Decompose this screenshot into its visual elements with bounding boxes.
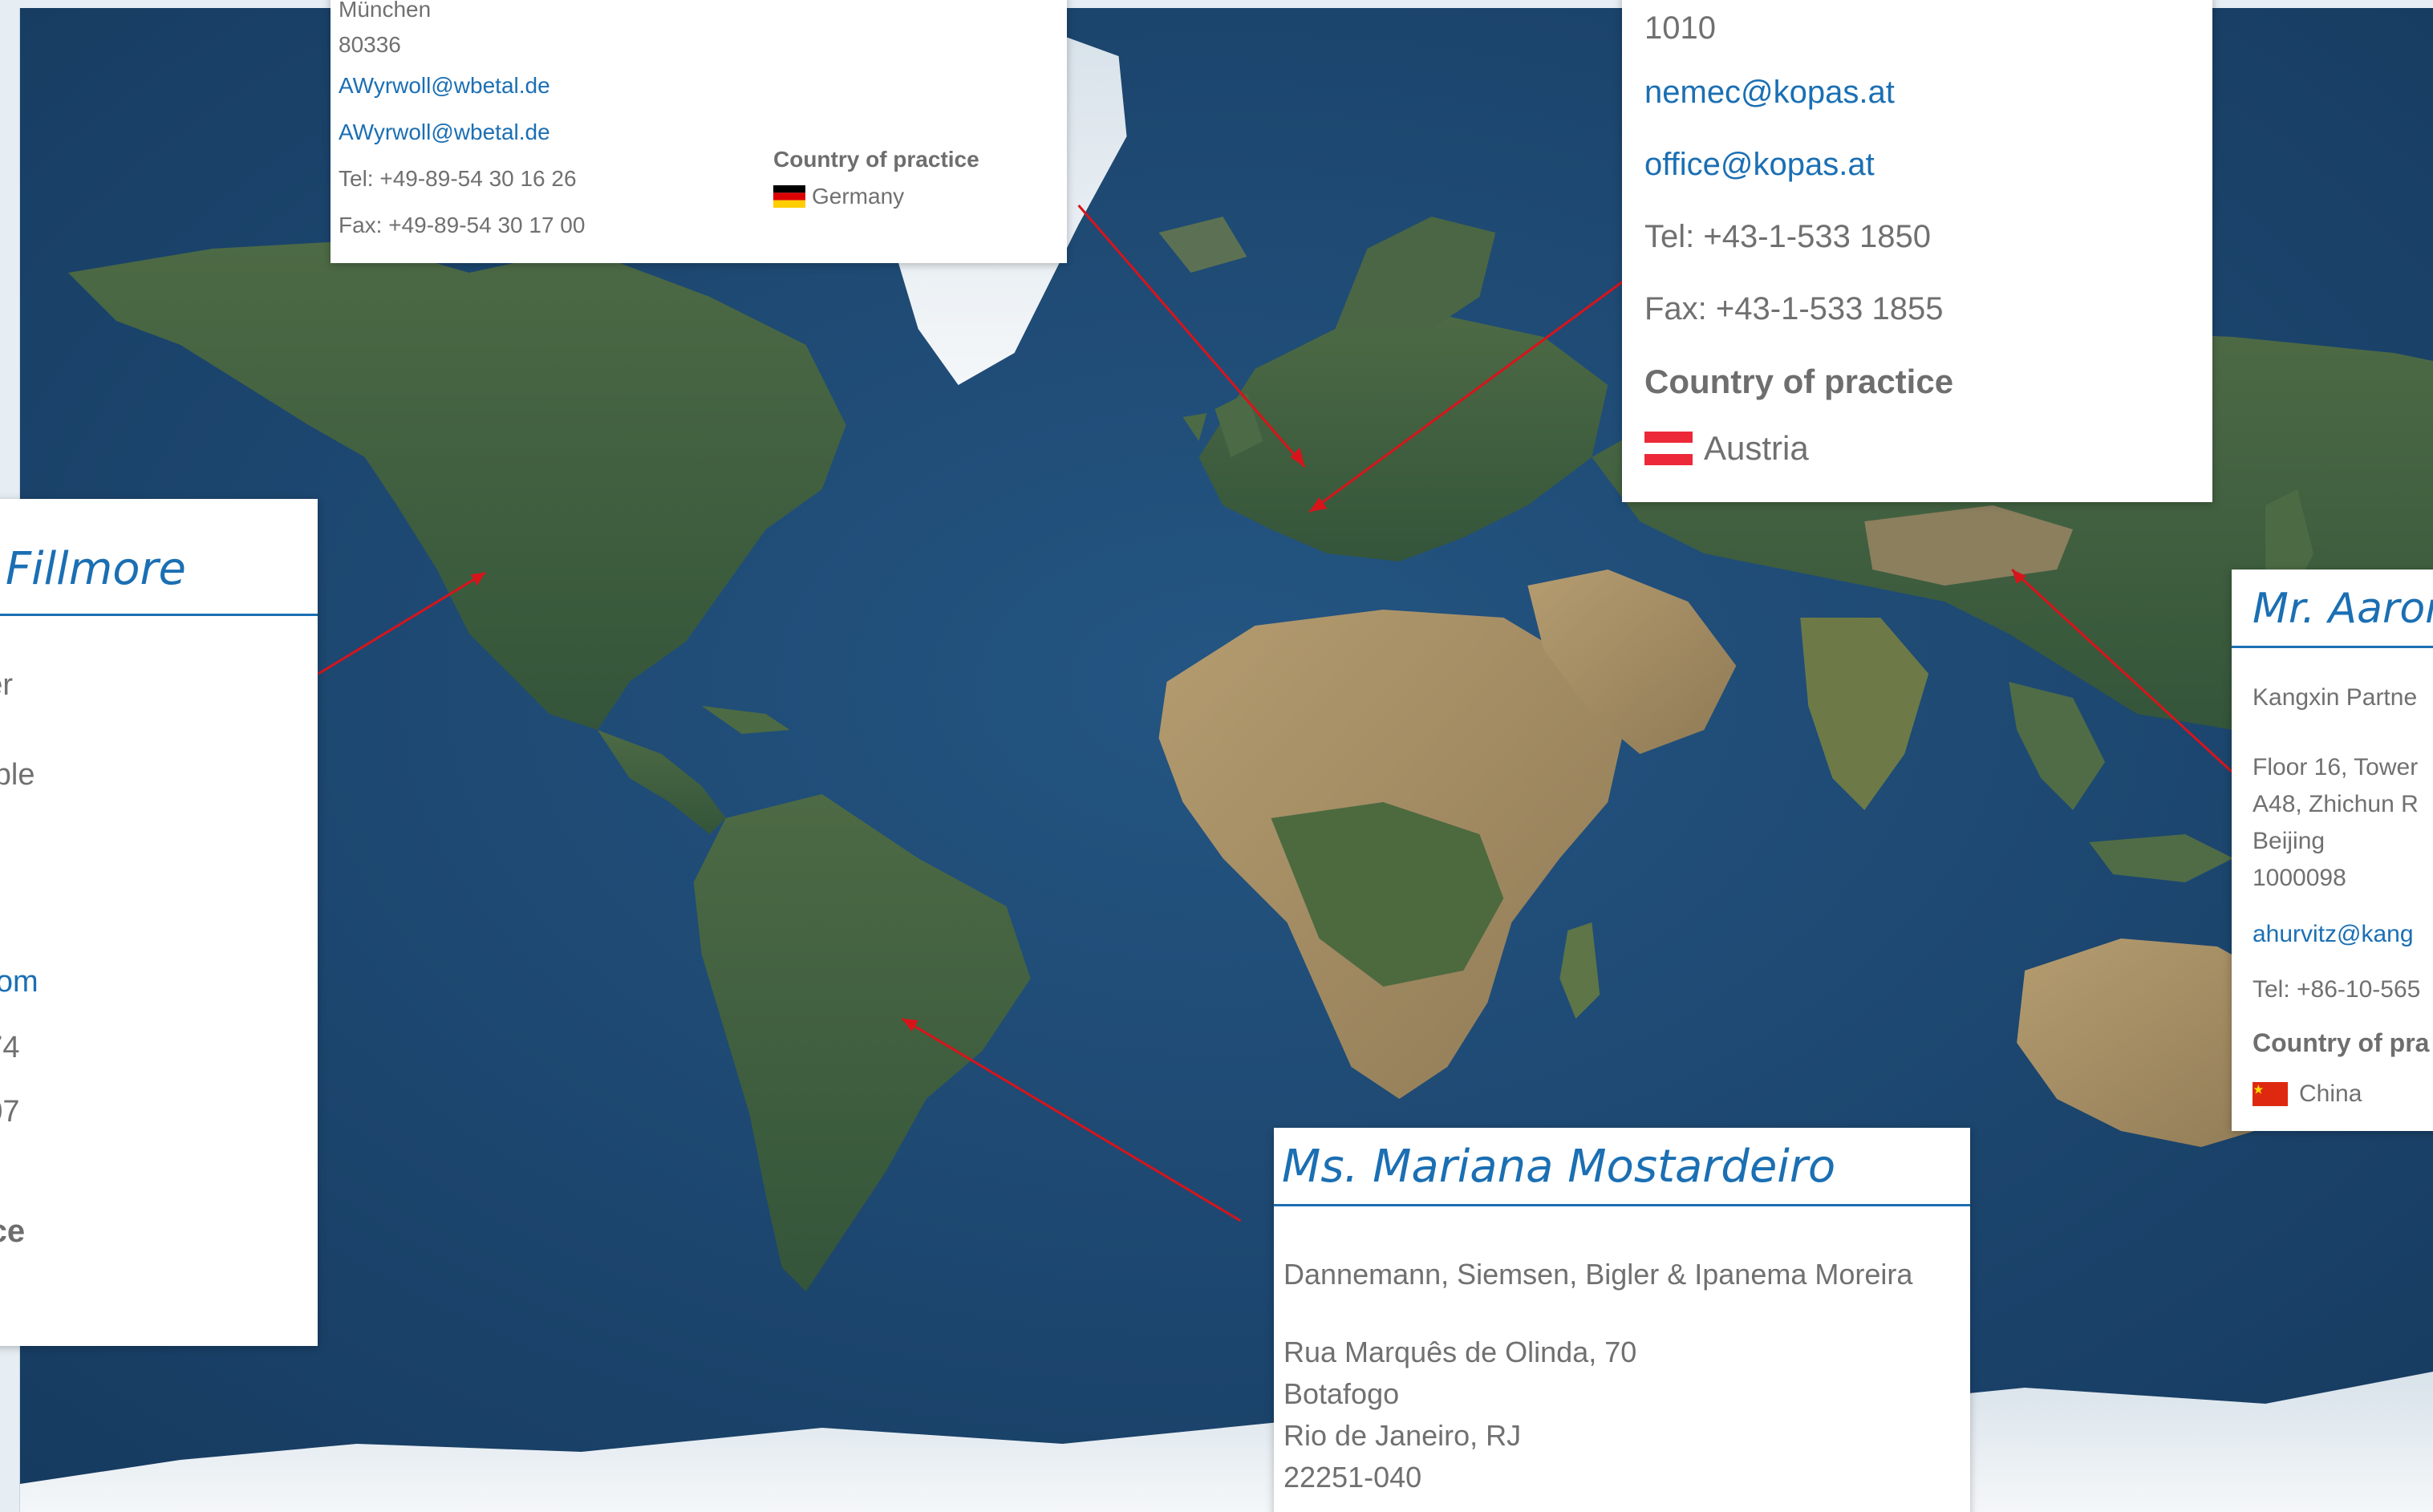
country-of-practice-label: Country of practice xyxy=(773,147,979,172)
china-flag-icon xyxy=(2253,1082,2288,1106)
spacer xyxy=(2253,722,2429,749)
attorney-card-mostardeiro: Ms. Mariana Mostardeiro Dannemann, Siems… xyxy=(1274,1128,1970,1512)
email-link-primary[interactable]: AWyrwoll@wbetal.de xyxy=(339,73,550,98)
postcode: 22251-040 xyxy=(1283,1461,1422,1494)
email-link-secondary[interactable]: office@kopas.at xyxy=(1644,147,1875,182)
landmass-middle-east xyxy=(1527,570,1737,754)
address-line: emple xyxy=(0,758,35,792)
arrowhead-fillmore xyxy=(470,573,485,586)
firm-name: gger xyxy=(0,668,14,702)
address-line-3: Rio de Janeiro, RJ xyxy=(1283,1419,1522,1452)
email-link[interactable]: ahurvitz@kang xyxy=(2253,921,2414,947)
landmass-tibet-plateau xyxy=(1864,505,2074,586)
country-of-practice-label: Country of practice xyxy=(1644,363,1954,400)
attorney-name[interactable]: g Fillmore xyxy=(0,523,318,616)
landmass-scandinavia xyxy=(1335,217,1496,329)
city: Beijing xyxy=(2253,828,2326,854)
city: München xyxy=(339,0,432,22)
austria-flag-icon xyxy=(1644,432,1693,465)
landmass-india xyxy=(1800,618,1929,810)
country-name: China xyxy=(2299,1080,2362,1107)
fax: 1707 xyxy=(0,1095,20,1129)
telephone: Tel: +86-10-565 xyxy=(2253,976,2421,1003)
landmass-north-america xyxy=(67,241,846,730)
firm-name: Dannemann, Siemsen, Bigler & Ipanema Mor… xyxy=(1283,1258,1913,1291)
country-of-practice: Country of practice Germany xyxy=(773,141,979,215)
arrowhead-mostardeiro xyxy=(902,1019,918,1032)
email-link[interactable]: w.com xyxy=(0,965,39,999)
postcode: 1000098 xyxy=(2253,865,2346,891)
arrowhead-hurvitz xyxy=(2012,570,2027,584)
address-line-2: A48, Zhichun R xyxy=(2253,791,2419,817)
fax: Fax: +49-89-54 30 17 00 xyxy=(339,213,586,237)
attorney-name[interactable]: Mr. Aaron xyxy=(2232,570,2433,648)
connector-germany xyxy=(1077,205,1306,468)
address-line-1: Floor 16, Tower xyxy=(2253,754,2419,780)
telephone: Tel: +43-1-533 1850 xyxy=(1644,219,1931,254)
country-name: Germany xyxy=(812,184,905,209)
landmass-central-america xyxy=(597,730,726,834)
landmass-central-africa xyxy=(1271,802,1504,987)
connector-mostardeiro xyxy=(901,1017,1242,1222)
address-line-2: Botafogo xyxy=(1283,1377,1400,1410)
email-link-secondary[interactable]: AWyrwoll@wbetal.de xyxy=(339,120,550,144)
fax: Fax: +43-1-533 1855 xyxy=(1644,291,1944,326)
arrowhead-austria xyxy=(1309,497,1328,512)
spacer xyxy=(0,820,39,948)
attorney-card-austria: 1010 nemec@kopas.at office@kopas.at Tel:… xyxy=(1622,0,2212,502)
country-of-practice-label: ctice xyxy=(0,1214,26,1249)
connector-austria xyxy=(1308,279,1625,513)
connector-lines xyxy=(318,205,2233,1222)
attorney-card-germany: München 80336 AWyrwoll@wbetal.de AWyrwol… xyxy=(330,0,1067,263)
country-row: Germany xyxy=(773,178,979,215)
country-row: Austria xyxy=(1644,419,1953,478)
landmass-madagascar xyxy=(1559,922,1600,1019)
telephone: 9974 xyxy=(0,1031,20,1064)
landmass-southeast-asia xyxy=(2009,682,2234,882)
landmass-british-isles xyxy=(1182,393,1263,457)
landmass-europe xyxy=(1198,313,1608,561)
spacer xyxy=(1283,1303,1912,1332)
connector-hurvitz xyxy=(2011,568,2233,773)
country-name: Austria xyxy=(1704,429,1809,467)
firm-name: Kangxin Partne xyxy=(2253,684,2418,711)
attorney-card-fillmore: g Fillmore gger emple w.com 9974 1707 ct… xyxy=(0,499,318,1346)
attorney-name[interactable]: Ms. Mariana Mostardeiro xyxy=(1274,1128,1970,1206)
connector-fillmore xyxy=(318,571,486,675)
postcode: 1010 xyxy=(1644,10,1716,46)
country-row: China xyxy=(2253,1072,2429,1117)
country-of-practice-label: Country of pra xyxy=(2253,1028,2430,1057)
address-line-1: Rua Marquês de Olinda, 70 xyxy=(1283,1336,1637,1368)
email-link-primary[interactable]: nemec@kopas.at xyxy=(1644,75,1895,110)
arrowhead-germany xyxy=(1290,448,1305,467)
landmass-caribbean xyxy=(701,706,790,734)
germany-flag-icon xyxy=(773,185,805,208)
postcode: 80336 xyxy=(339,32,401,57)
landmass-south-america xyxy=(693,794,1031,1291)
telephone: Tel: +49-89-54 30 16 26 xyxy=(339,166,577,191)
attorney-card-hurvitz: Mr. Aaron Kangxin Partne Floor 16, Tower… xyxy=(2232,570,2433,1131)
connector-arrowheads xyxy=(470,448,2027,1032)
